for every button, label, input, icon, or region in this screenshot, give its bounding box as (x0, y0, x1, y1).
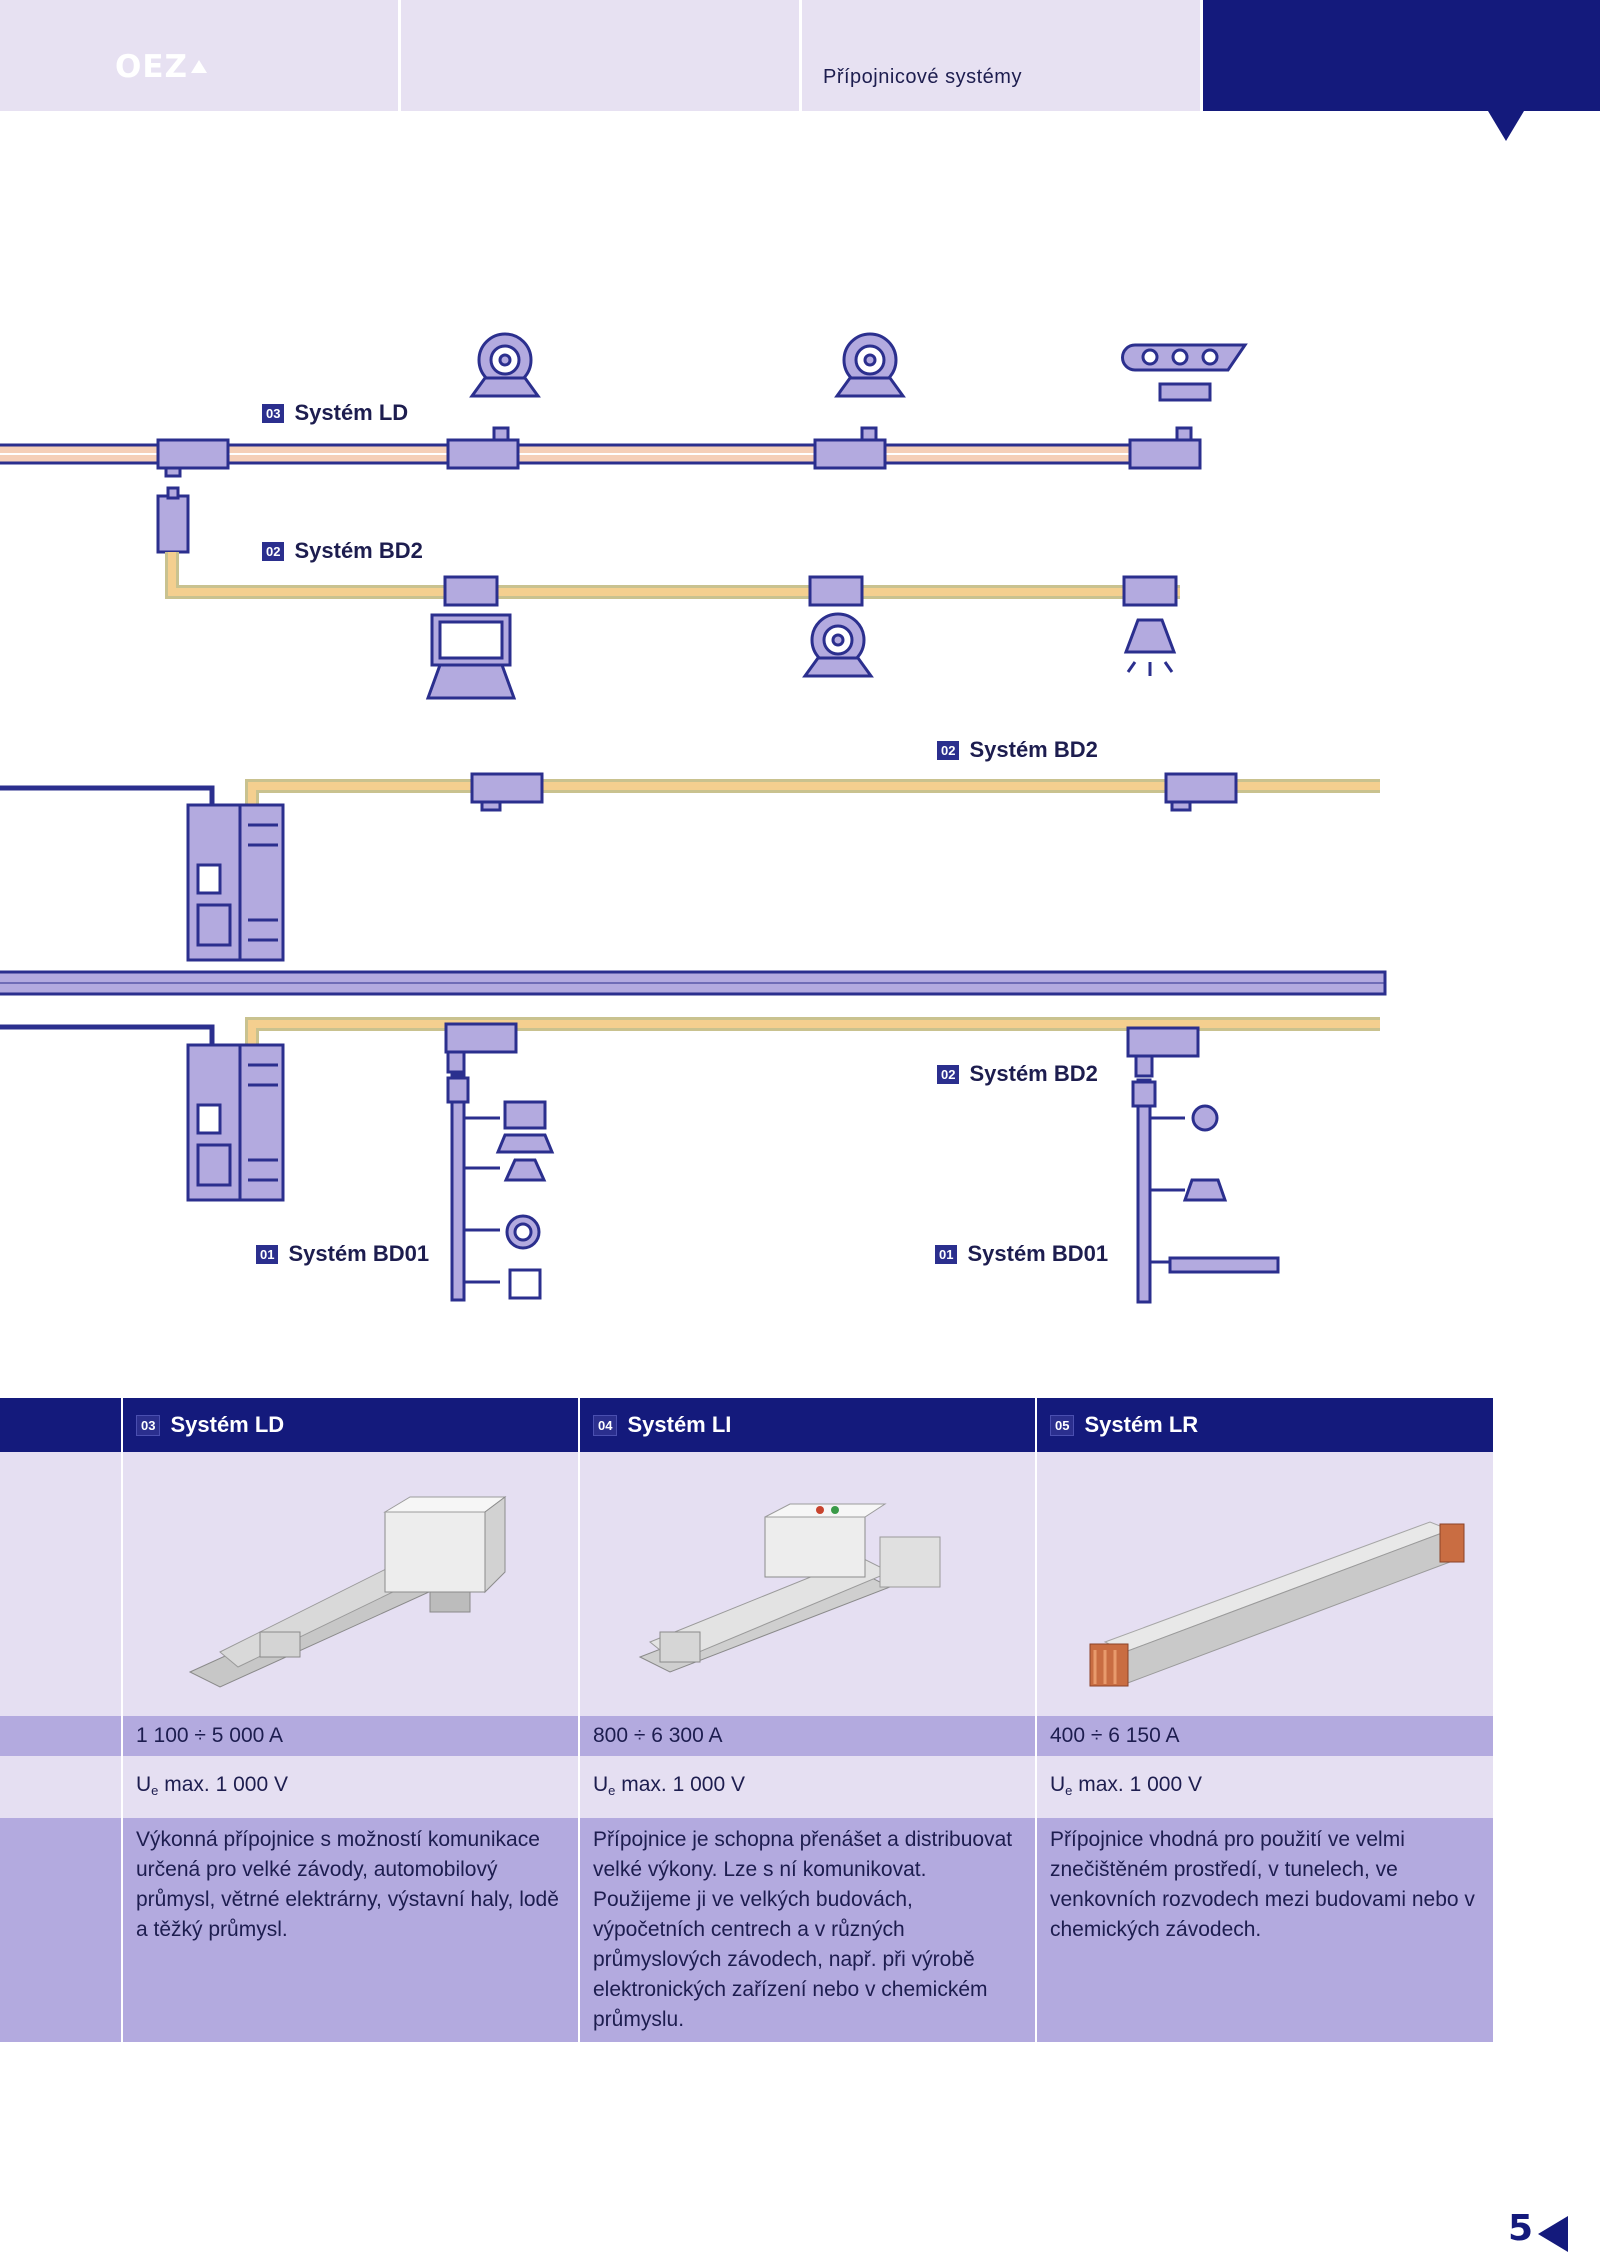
header-cell-title (802, 0, 1200, 111)
table-divider (578, 1398, 580, 1452)
ld-tapoff-1 (446, 438, 520, 470)
label-bd2-c-badge: 02 (937, 1064, 960, 1084)
oez-logo[interactable]: OEZ (115, 49, 208, 85)
table-image-row (0, 1452, 1493, 1716)
cell-current-lr: 400 ÷ 6 150 A (1050, 1724, 1180, 1747)
table-divider (121, 1398, 123, 1452)
cell-description-li: Přípojnice je schopna přenášet a distrib… (593, 1828, 1013, 2031)
cell-description-lr: Přípojnice vhodná pro použití ve velmi z… (1050, 1828, 1475, 1941)
table-divider (121, 1716, 123, 1756)
cell-voltage-li: Ue max. 1 000 V (579, 1756, 1036, 1818)
page-number: 5 (1508, 2208, 1534, 2249)
ld-feed-box (156, 438, 230, 470)
table-divider (1035, 1716, 1037, 1756)
label-bd2-b-text: Systém BD2 (969, 737, 1098, 762)
table-header-row: 03 Systém LD 04 Systém LI 05 Systém LR (0, 1398, 1493, 1452)
voltage-subscript: e (1065, 1783, 1073, 1798)
label-bd01-a-text: Systém BD01 (288, 1241, 430, 1266)
cell-current-li: 800 ÷ 6 300 A (593, 1724, 723, 1747)
label-bd01-b: 01 Systém BD01 (935, 1241, 1108, 1267)
label-bd2-a: 02 Systém BD2 (262, 538, 423, 564)
voltage-value: max. 1 000 V (1072, 1773, 1202, 1796)
section-title: Přípojnicové systémy (823, 66, 1022, 88)
bd2-lamp (1123, 618, 1177, 654)
label-ld: 03 Systém LD (262, 400, 408, 426)
header-cell-blank (401, 0, 799, 111)
voltage-value: max. 1 000 V (615, 1773, 745, 1796)
col-header-lr-text: Systém LR (1084, 1412, 1199, 1437)
table-divider (1035, 1452, 1037, 1716)
header-accent-pointer (1488, 111, 1524, 141)
table-current-row: 1 100 ÷ 5 000 A 800 ÷ 6 300 A 400 ÷ 6 15… (0, 1716, 1493, 1756)
col-header-lr-badge: 05 (1050, 1414, 1075, 1436)
table-divider (578, 1716, 580, 1756)
bd2-tapoff-1 (443, 575, 499, 607)
table-divider (121, 1756, 123, 1818)
label-bd2-a-badge: 02 (262, 541, 285, 561)
col-header-li-badge: 04 (593, 1414, 618, 1436)
li-product-image (638, 1503, 941, 1673)
col-header-lr: 05 Systém LR (1036, 1398, 1493, 1452)
table-divider (1035, 1756, 1037, 1818)
label-bd01-a: 01 Systém BD01 (256, 1241, 429, 1267)
voltage-subscript: e (151, 1783, 159, 1798)
label-bd01-a-badge: 01 (256, 1244, 279, 1264)
ld-tapoff-3 (1128, 438, 1202, 470)
bd01-riser-1 (450, 1073, 466, 1302)
label-bd2-c-text: Systém BD2 (969, 1061, 1098, 1086)
label-bd2-b: 02 Systém BD2 (937, 737, 1098, 763)
lr-product-image (1089, 1521, 1465, 1687)
label-bd01-b-text: Systém BD01 (967, 1241, 1109, 1266)
table-divider (1035, 1398, 1037, 1452)
ld-tapoff-2 (813, 438, 887, 470)
table-divider (121, 1452, 123, 1716)
table-description-row: Výkonná přípojnice s možností komunikace… (0, 1818, 1493, 2042)
col-header-li: 04 Systém LI (579, 1398, 1036, 1452)
table-divider (578, 1452, 580, 1716)
label-bd01-b-badge: 01 (935, 1244, 958, 1264)
table-divider (121, 1818, 123, 2042)
col-header-ld-text: Systém LD (170, 1412, 285, 1437)
logo-text: OEZ (115, 49, 189, 85)
label-bd2-c: 02 Systém BD2 (937, 1061, 1098, 1087)
logo-triangle-icon (191, 60, 208, 73)
table-voltage-row: Ue max. 1 000 V Ue max. 1 000 V Ue max. … (0, 1756, 1493, 1818)
table-divider (578, 1756, 580, 1818)
label-ld-text: Systém LD (294, 400, 409, 425)
cell-current-ld: 1 100 ÷ 5 000 A (136, 1724, 283, 1747)
cell-voltage-ld: Ue max. 1 000 V (122, 1756, 579, 1818)
busbar-diagram (0, 332, 1387, 1304)
header-accent-block (1203, 0, 1600, 111)
col-header-li-text: Systém LI (627, 1412, 732, 1437)
label-bd2-a-text: Systém BD2 (294, 538, 423, 563)
col-header-ld: 03 Systém LD (122, 1398, 579, 1452)
ld-product-image (188, 1496, 507, 1688)
ld-riser (156, 494, 190, 554)
voltage-symbol: U (593, 1773, 609, 1796)
page-pointer-icon (1538, 2216, 1568, 2252)
voltage-symbol: U (1050, 1773, 1066, 1796)
header-cell-logo (0, 0, 398, 111)
table-divider (1035, 1818, 1037, 2042)
label-bd2-b-badge: 02 (937, 740, 960, 760)
cell-voltage-lr: Ue max. 1 000 V (1036, 1756, 1493, 1818)
voltage-subscript: e (608, 1783, 616, 1798)
voltage-value: max. 1 000 V (158, 1773, 288, 1796)
page-header: OEZ Přípojnicové systémy (0, 0, 1600, 141)
voltage-symbol: U (136, 1773, 152, 1796)
col-header-ld-badge: 03 (136, 1414, 161, 1436)
cell-description-ld: Výkonná přípojnice s možností komunikace… (136, 1828, 559, 1941)
label-ld-badge: 03 (262, 403, 285, 423)
bd01-riser-2 (1136, 1078, 1152, 1304)
table-divider (578, 1818, 580, 2042)
